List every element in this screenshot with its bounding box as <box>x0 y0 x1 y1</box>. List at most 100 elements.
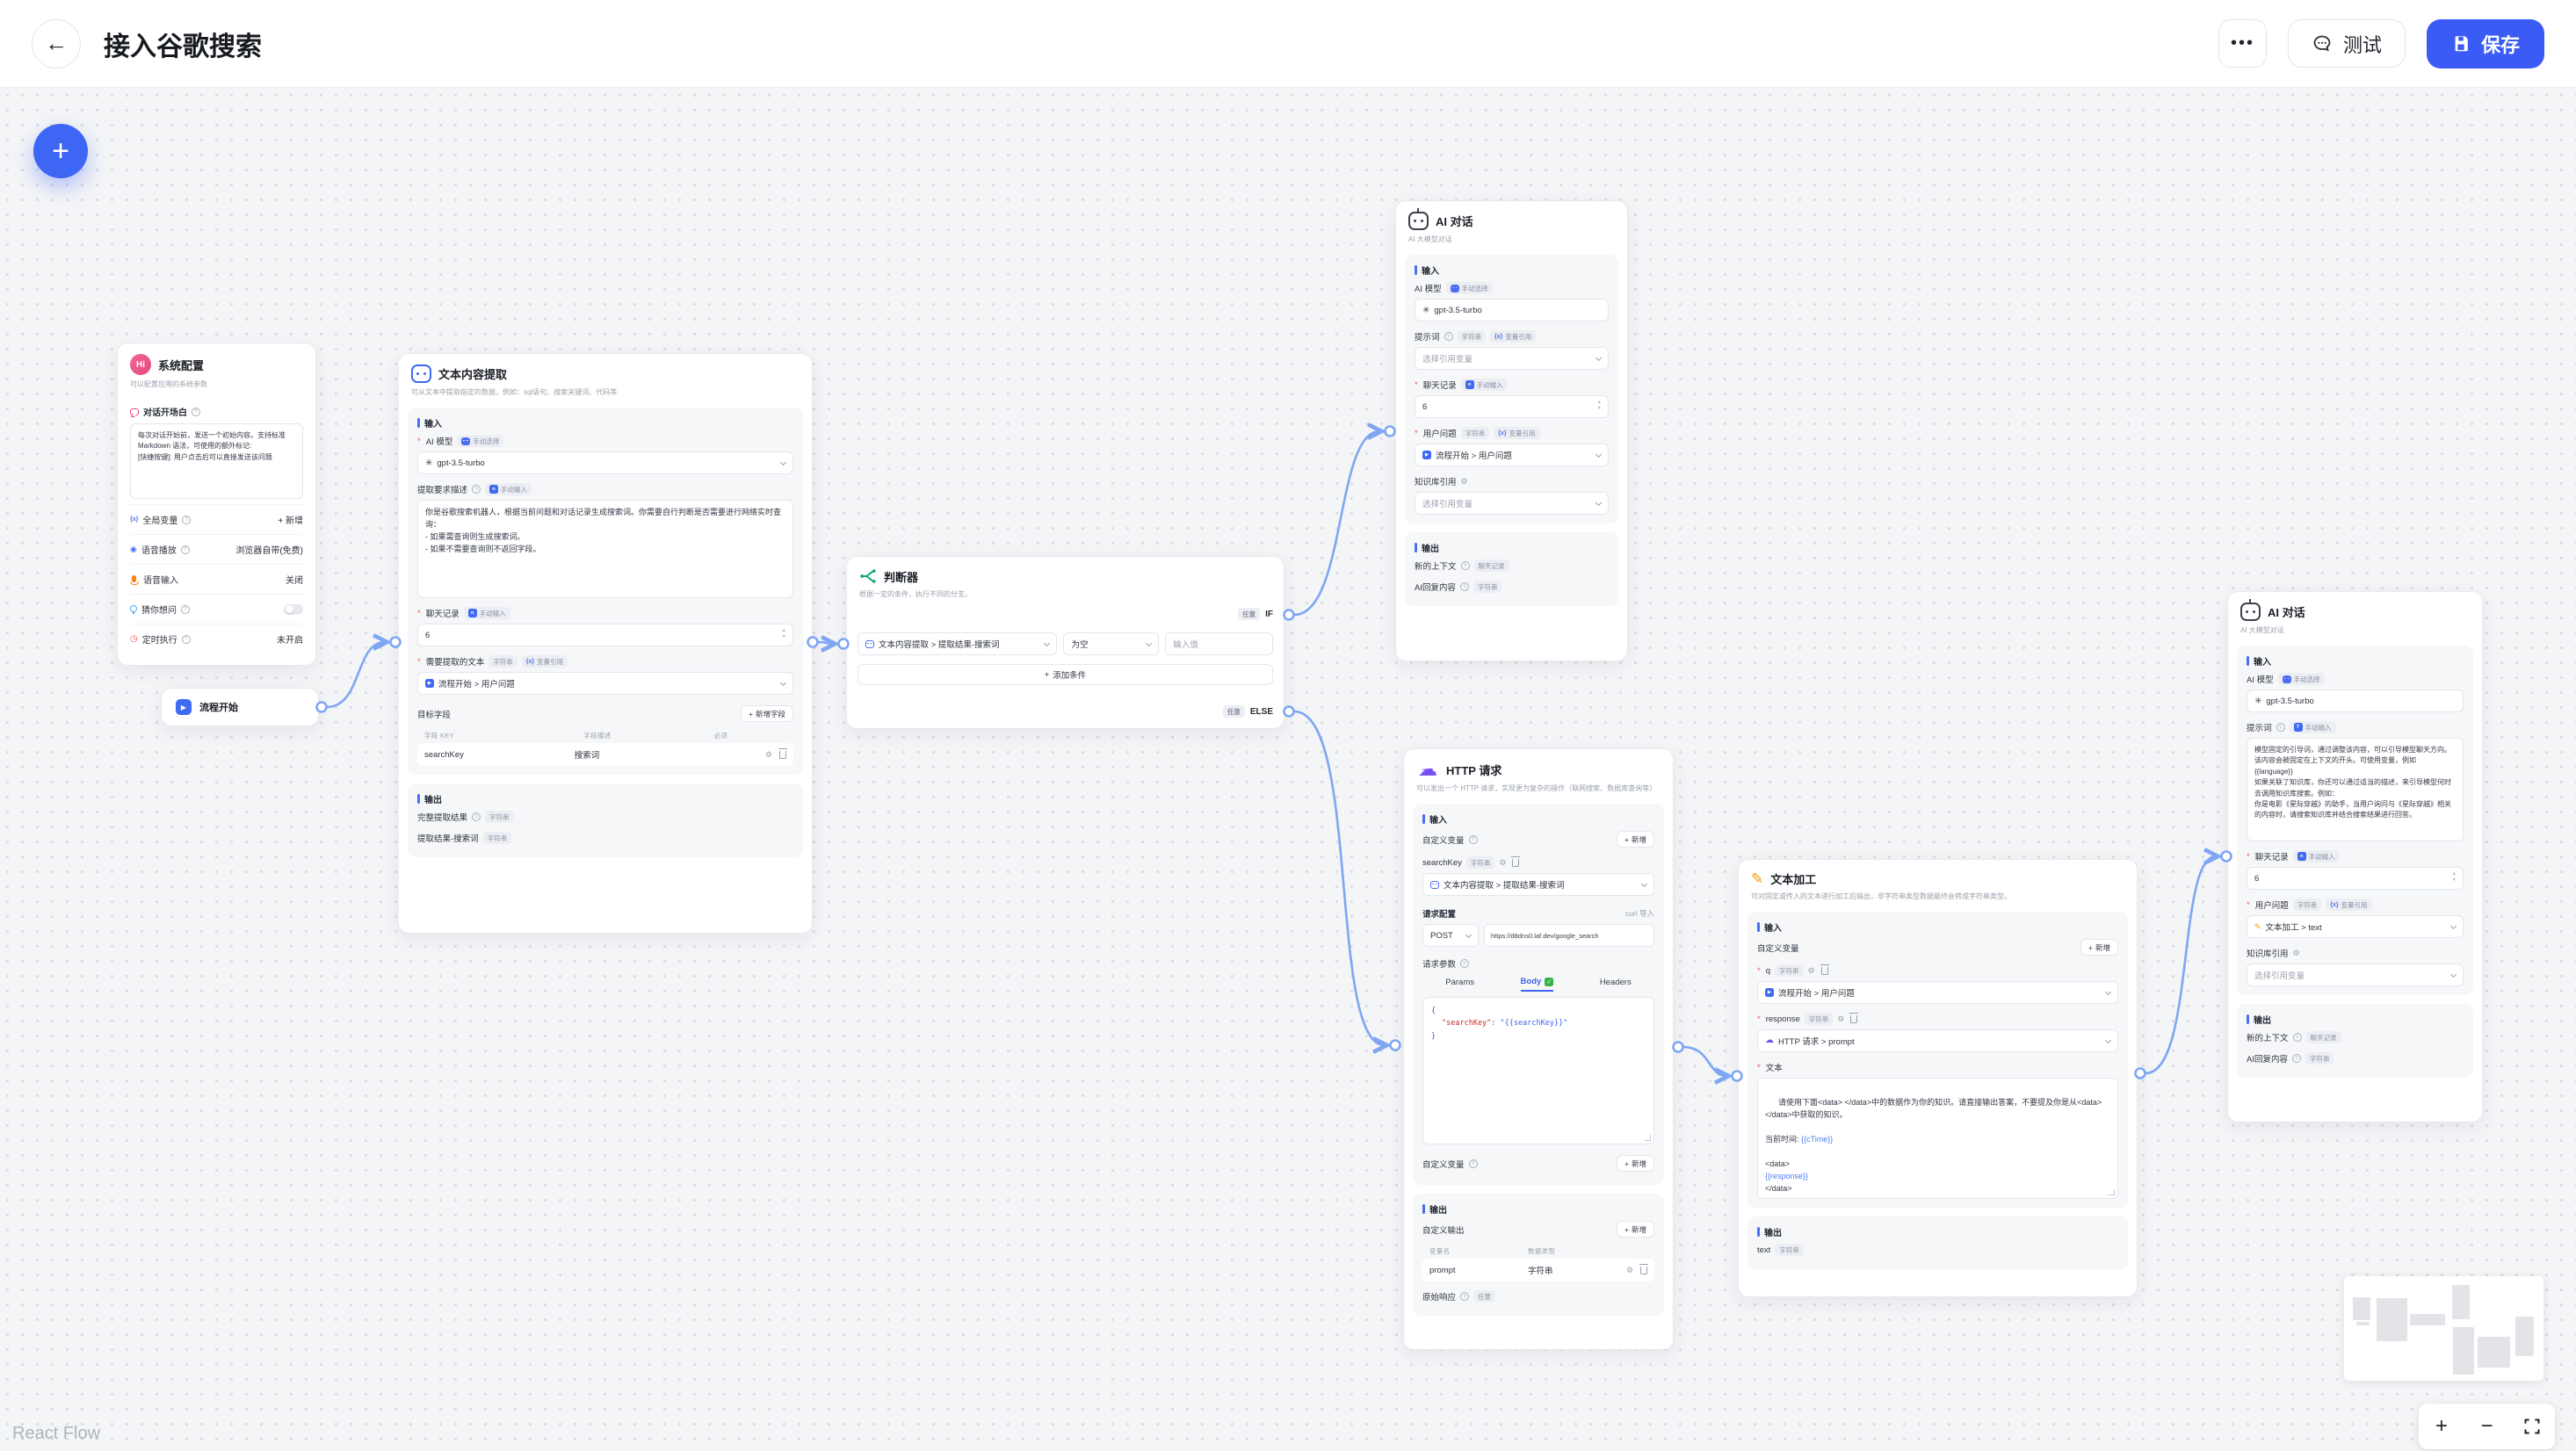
field-desc: 搜索词 <box>574 751 600 761</box>
source-text-select[interactable]: ▶流程开始 > 用户问题 <box>417 672 793 695</box>
model-select[interactable]: ✳gpt-3.5-turbo <box>2247 689 2464 712</box>
user-question-select[interactable]: ✎文本加工 > text <box>2247 915 2464 938</box>
fit-view-button[interactable] <box>2514 1409 2550 1444</box>
help-icon[interactable]: ? <box>1444 332 1453 341</box>
more-button[interactable]: ••• <box>2218 19 2267 68</box>
hi-badge-icon: Hi <box>130 354 151 375</box>
q-source-select[interactable]: ▶流程开始 > 用户问题 <box>1757 981 2118 1004</box>
prompt-var-select[interactable]: 选择引用变量 <box>1415 347 1609 370</box>
number-spinner[interactable]: ▲▼ <box>2451 871 2457 884</box>
schedule-value[interactable]: 未开启 <box>277 636 303 646</box>
string-tag: 字符串 <box>488 655 517 668</box>
gear-icon[interactable]: ⚙ <box>764 749 772 759</box>
add-condition-button[interactable]: +添加条件 <box>857 664 1273 685</box>
help-icon[interactable]: ? <box>1460 561 1470 570</box>
check-icon: ✓ <box>1545 977 1554 986</box>
help-icon[interactable]: ? <box>472 485 481 494</box>
text-template-textarea[interactable]: 请使用下面<data> </data>中的数据作为你的知识。请直接输出答案，不要… <box>1757 1078 2118 1199</box>
chat-history-rounds-input[interactable]: 6 ▲▼ <box>1415 395 1609 418</box>
node-text-process[interactable]: ✎文本加工 可对固定或传入的文本进行加工后输出，非字符串类型数据最终会转成字符串… <box>1738 859 2138 1297</box>
add-variable-button[interactable]: +新增 <box>2080 939 2118 956</box>
prompt-textarea[interactable]: 模型固定的引导词，通过调整该内容，可以引导模型聊天方向。该内容会被固定在上下文的… <box>2247 738 2464 841</box>
save-button[interactable]: 保存 <box>2426 18 2544 69</box>
condition-operator-select[interactable]: 为空 <box>1063 632 1160 655</box>
add-variable-button[interactable]: +新增 <box>1617 1155 1654 1172</box>
gear-icon[interactable]: ⚙ <box>1807 965 1815 975</box>
add-variable-button[interactable]: +新增 <box>1617 831 1654 848</box>
add-node-button[interactable]: + <box>33 124 88 178</box>
help-icon[interactable]: ? <box>1460 959 1470 968</box>
tab-headers[interactable]: Headers <box>1599 978 1632 987</box>
add-output-button[interactable]: +新增 <box>1617 1221 1654 1238</box>
help-icon[interactable]: ? <box>2292 1033 2302 1042</box>
help-icon[interactable]: ? <box>181 604 190 614</box>
node-flow-start[interactable]: ▶ 流程开始 <box>161 688 319 726</box>
help-icon[interactable]: ? <box>181 634 191 644</box>
chat-history-rounds-input[interactable]: 6 ▲▼ <box>417 624 793 646</box>
tts-value[interactable]: 浏览器自带(免费) <box>235 546 303 556</box>
number-spinner[interactable]: ▲▼ <box>781 628 786 640</box>
help-icon[interactable]: ? <box>1468 1159 1478 1168</box>
method-select[interactable]: POST <box>1422 924 1479 947</box>
gear-icon[interactable]: ⚙ <box>1837 1014 1845 1023</box>
gear-icon[interactable]: ⚙ <box>1499 857 1507 867</box>
user-question-select[interactable]: ▶流程开始 > 用户问题 <box>1415 444 1609 466</box>
zoom-in-button[interactable]: + <box>2435 1414 2448 1438</box>
node-text-extract[interactable]: 文本内容提取 可从文本中提取指定的数据，例如：sql语句、搜索关键词、代码等 输… <box>398 353 813 934</box>
chat-history-rounds-input[interactable]: 6 ▲▼ <box>2247 867 2464 890</box>
trash-icon[interactable] <box>1511 855 1521 867</box>
back-button[interactable]: ← <box>32 18 81 69</box>
node-ai-chat-right[interactable]: AI 对话 AI 大模型对话 输入 AI 模型 手动选择 ✳gpt-3.5-tu… <box>2227 591 2483 1123</box>
trash-icon[interactable] <box>1849 1012 1859 1023</box>
url-input[interactable]: https://d8dns0.laf.dev/google_search <box>1484 924 1654 947</box>
help-icon[interactable]: ? <box>182 515 192 524</box>
speech-input-value[interactable]: 关闭 <box>286 576 303 586</box>
guess-toggle[interactable] <box>284 603 303 615</box>
gear-icon[interactable]: ⚙ <box>1460 476 1468 486</box>
resize-handle-icon[interactable] <box>2109 1189 2115 1195</box>
section-output: 输出 <box>1422 1202 1654 1216</box>
trash-icon[interactable] <box>778 747 787 759</box>
gear-icon[interactable]: ⚙ <box>1625 1265 1634 1274</box>
trash-icon[interactable] <box>1639 1263 1649 1274</box>
add-field-button[interactable]: +新增字段 <box>741 705 793 722</box>
kb-select[interactable]: 选择引用变量 <box>2247 964 2464 986</box>
extract-requirement-textarea[interactable]: 你是谷歌搜索机器人，根据当前问题和对话记录生成搜索词。你需要自行判断是否需要进行… <box>417 500 793 598</box>
number-spinner[interactable]: ▲▼ <box>1596 400 1602 412</box>
test-button[interactable]: 测试 <box>2287 19 2406 68</box>
opening-message-textarea[interactable]: 每次对话开始前，发送一个初始内容。支持标准 Markdown 语法，可使用的额外… <box>130 423 303 499</box>
response-source-select[interactable]: ☁HTTP 请求 > prompt <box>1757 1029 2118 1052</box>
openai-icon: ✳ <box>1422 305 1430 315</box>
help-icon[interactable]: ? <box>1468 834 1478 844</box>
help-icon[interactable]: ? <box>1459 582 1469 591</box>
minimap[interactable] <box>2344 1276 2543 1381</box>
flow-canvas[interactable] <box>0 88 2576 1451</box>
help-icon[interactable]: ? <box>180 545 190 554</box>
node-subtitle: 可对固定或传入的文本进行加工后输出，非字符串类型数据最终会转成字符串类型。 <box>1751 892 2011 900</box>
gear-icon[interactable]: ⚙ <box>2292 948 2300 957</box>
resize-handle-icon[interactable] <box>1645 1135 1651 1141</box>
var-source-select[interactable]: 文本内容提取 > 提取结果-搜索词 <box>1422 873 1654 896</box>
curl-import-button[interactable]: curl 导入 <box>1624 909 1654 918</box>
body-json-editor[interactable]: { "searchKey": "{{searchKey}}" } <box>1422 997 1654 1144</box>
trash-icon[interactable] <box>1820 964 1829 975</box>
help-icon[interactable]: ? <box>2291 1054 2301 1063</box>
tab-body[interactable]: Body✓ <box>1520 977 1554 992</box>
zoom-out-button[interactable]: − <box>2480 1414 2493 1438</box>
react-flow-attribution[interactable]: React Flow <box>12 1424 101 1443</box>
model-select[interactable]: ✳gpt-3.5-turbo <box>1415 299 1609 321</box>
model-select[interactable]: ✳gpt-3.5-turbo <box>417 451 793 474</box>
help-icon[interactable]: ? <box>472 812 481 821</box>
condition-value-input[interactable]: 输入值 <box>1165 632 1273 655</box>
node-ai-chat-top[interactable]: AI 对话 AI 大模型对话 输入 AI 模型 手动选择 ✳gpt-3.5-tu… <box>1395 200 1628 661</box>
add-variable-button[interactable]: + 新增 <box>278 516 303 526</box>
help-icon[interactable]: ? <box>192 407 200 416</box>
tab-params[interactable]: Params <box>1445 978 1474 987</box>
help-icon[interactable]: ? <box>2276 723 2285 732</box>
help-icon[interactable]: ? <box>1460 1292 1470 1301</box>
kb-select[interactable]: 选择引用变量 <box>1415 492 1609 515</box>
condition-variable-select[interactable]: 文本内容提取 > 提取结果-搜索词 <box>857 632 1058 655</box>
